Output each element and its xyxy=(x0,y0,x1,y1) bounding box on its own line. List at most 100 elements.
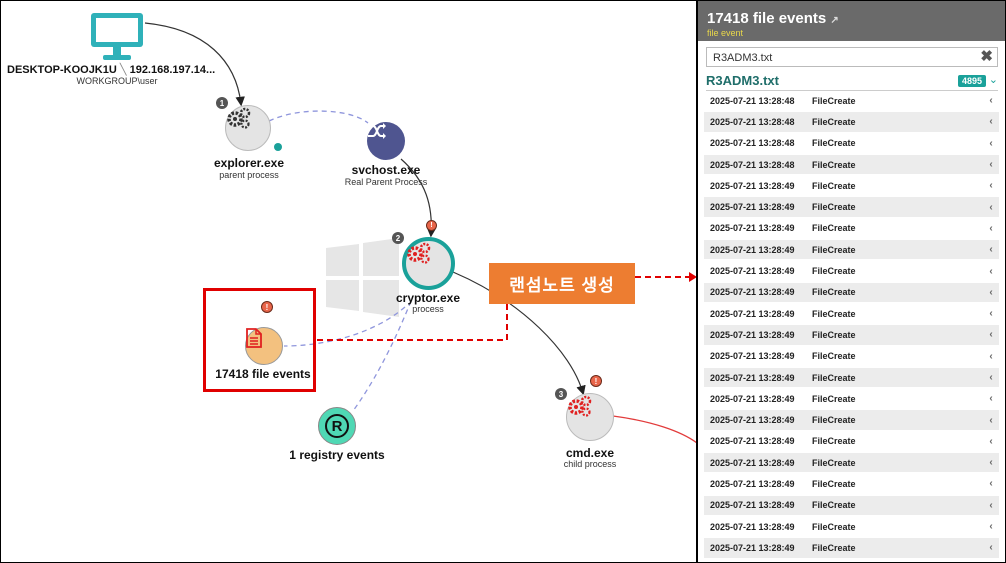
chevron-left-icon[interactable]: ‹ xyxy=(989,201,993,213)
chevron-left-icon[interactable]: ‹ xyxy=(989,542,993,554)
chevron-left-icon[interactable]: ‹ xyxy=(989,286,993,298)
chevron-left-icon[interactable]: ‹ xyxy=(989,244,993,256)
svchost-node[interactable] xyxy=(367,122,405,160)
group-name: R3ADM3.txt xyxy=(706,73,779,88)
svchost-label: svchost.exe xyxy=(351,163,421,177)
event-type: FileCreate xyxy=(812,202,856,213)
cmd-label: cmd.exe xyxy=(565,446,615,460)
chevron-left-icon[interactable]: ‹ xyxy=(989,137,993,149)
chevron-left-icon[interactable]: ‹ xyxy=(989,159,993,171)
registry-node[interactable]: R xyxy=(318,407,356,445)
event-timestamp: 2025-07-21 13:28:49 xyxy=(710,202,795,213)
panel-subtitle: file event xyxy=(707,28,744,38)
panel-title: 17418 file events ↗ xyxy=(707,10,839,27)
chevron-left-icon[interactable]: ‹ xyxy=(989,372,993,383)
chevron-left-icon[interactable]: ‹ xyxy=(989,393,993,405)
event-timestamp: 2025-07-21 13:28:49 xyxy=(710,415,795,426)
event-timestamp: 2025-07-21 13:28:49 xyxy=(710,478,795,489)
event-timestamp: 2025-07-21 13:28:48 xyxy=(710,138,795,149)
event-timestamp: 2025-07-21 13:28:49 xyxy=(710,244,795,255)
chevron-left-icon[interactable]: ‹ xyxy=(989,414,993,426)
table-row[interactable]: 2025-07-21 13:28:49 FileCreate ‹ xyxy=(704,453,999,473)
chevron-left-icon[interactable]: ‹ xyxy=(989,478,993,490)
table-row[interactable]: 2025-07-21 13:28:49 FileCreate ‹ xyxy=(704,176,999,195)
event-timestamp: 2025-07-21 13:28:49 xyxy=(710,223,795,234)
event-type: FileCreate xyxy=(812,457,856,468)
cmd-node[interactable] xyxy=(566,393,614,441)
event-timestamp: 2025-07-21 13:28:49 xyxy=(710,180,795,191)
chevron-left-icon[interactable]: ‹ xyxy=(989,350,993,362)
event-type: FileCreate xyxy=(812,308,856,319)
event-timestamp: 2025-07-21 13:28:49 xyxy=(710,500,795,511)
file-events-node[interactable] xyxy=(245,327,283,365)
file-events-alert-icon: ! xyxy=(261,301,273,313)
table-row[interactable]: 2025-07-21 13:28:49 FileCreate ‹ xyxy=(704,432,999,451)
event-type: FileCreate xyxy=(812,138,856,149)
cmd-alert-icon: ! xyxy=(590,375,602,387)
monitor-icon xyxy=(89,11,145,63)
chevron-left-icon[interactable]: ‹ xyxy=(989,95,993,107)
close-icon[interactable]: ✖ xyxy=(980,48,993,65)
event-timestamp: 2025-07-21 13:28:49 xyxy=(710,436,795,447)
cryptor-node[interactable] xyxy=(402,237,455,290)
event-type: FileCreate xyxy=(812,180,856,191)
table-row[interactable]: 2025-07-21 13:28:49 FileCreate ‹ xyxy=(704,197,999,217)
explorer-node[interactable] xyxy=(225,105,271,151)
table-row[interactable]: 2025-07-21 13:28:49 FileCreate ‹ xyxy=(704,367,999,388)
chevron-left-icon[interactable]: ‹ xyxy=(989,521,993,533)
external-link-icon[interactable]: ↗ xyxy=(830,15,839,26)
search-box: ✖ xyxy=(706,47,998,67)
event-timestamp: 2025-07-21 13:28:49 xyxy=(710,457,795,468)
chevron-left-icon[interactable]: ‹ xyxy=(989,435,993,447)
event-type: FileCreate xyxy=(812,415,856,426)
chevron-left-icon[interactable]: ‹ xyxy=(989,180,993,192)
event-timestamp: 2025-07-21 13:28:49 xyxy=(710,287,795,298)
windows-watermark xyxy=(326,238,399,317)
chevron-left-icon[interactable]: ‹ xyxy=(989,499,993,511)
chevron-left-icon[interactable]: ‹ xyxy=(989,116,993,128)
chevron-left-icon[interactable]: ‹ xyxy=(989,329,993,341)
file-events-label[interactable]: 17418 file events xyxy=(215,367,311,381)
edge-cryptor-cmd xyxy=(452,271,586,396)
annotation-connector xyxy=(317,304,508,341)
registry-label[interactable]: 1 registry events xyxy=(289,448,385,462)
chevron-left-icon[interactable]: ‹ xyxy=(989,457,993,469)
file-events-panel: 17418 file events ↗ file event ✖ R3ADM3.… xyxy=(696,1,1005,562)
chevron-left-icon[interactable]: ‹ xyxy=(989,308,993,320)
event-timestamp: 2025-07-21 13:28:49 xyxy=(710,372,795,383)
search-input[interactable] xyxy=(707,49,979,67)
cryptor-label: cryptor.exe xyxy=(395,291,461,305)
chevron-left-icon[interactable]: ‹ xyxy=(989,222,993,234)
event-type: FileCreate xyxy=(812,372,856,383)
event-type: FileCreate xyxy=(812,436,856,447)
table-row[interactable]: 2025-07-21 13:28:48 FileCreate ‹ xyxy=(704,134,999,153)
table-row[interactable]: 2025-07-21 13:28:49 FileCreate ‹ xyxy=(704,410,999,430)
host-name[interactable]: DESKTOP-KOOJK1U ╲ 192.168.197.14... xyxy=(7,64,216,76)
svchost-sub: Real Parent Process xyxy=(344,177,428,187)
highlight-box xyxy=(203,288,316,392)
chevron-down-icon[interactable]: ⌄ xyxy=(988,74,998,86)
chevron-left-icon[interactable]: ‹ xyxy=(989,265,993,277)
event-type: FileCreate xyxy=(812,351,856,362)
group-header[interactable]: R3ADM3.txt 4895 ⌄ xyxy=(706,73,998,91)
ransom-note-annotation: 랜섬노트 생성 xyxy=(489,263,635,304)
event-timestamp: 2025-07-21 13:28:49 xyxy=(710,521,795,532)
group-count-badge: 4895 xyxy=(957,75,986,87)
explorer-label: explorer.exe xyxy=(213,156,285,170)
